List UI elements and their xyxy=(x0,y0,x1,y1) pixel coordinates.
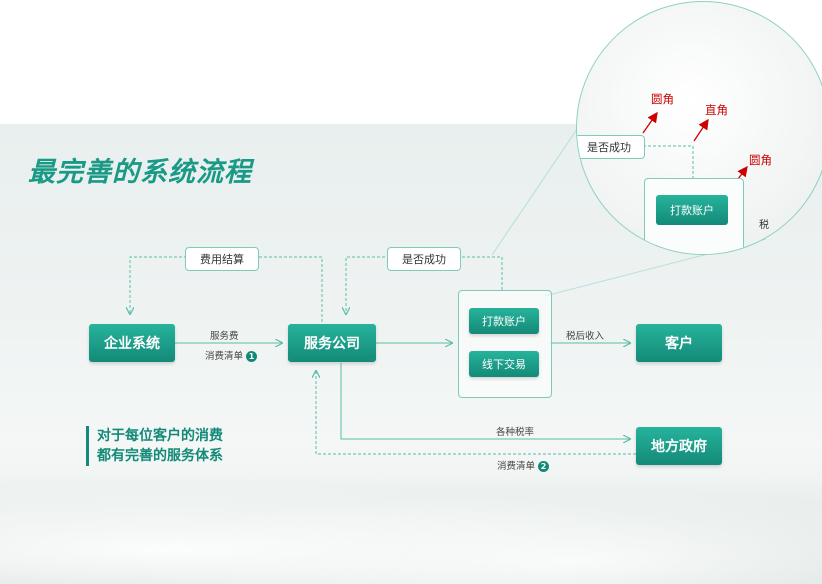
zoom-callout: 圆角 直角 圆角 是否成功 打款账户 税 xyxy=(576,1,822,255)
payment-group-frame xyxy=(458,290,552,398)
slogan: 对于每位客户的消费 都有完善的服务体系 xyxy=(86,426,223,466)
label-tax-rates: 各种税率 xyxy=(496,427,535,438)
edge-service-government xyxy=(340,363,630,439)
annotation-rounded-2: 圆角 xyxy=(749,153,772,167)
label-service-fee: 服务费 xyxy=(210,331,239,342)
node-offline-trade: 线下交易 xyxy=(469,351,539,377)
slogan-line-2: 都有完善的服务体系 xyxy=(97,448,223,464)
annotation-arrow-right-angle xyxy=(693,118,709,142)
zoom-success-check-tag: 是否成功 xyxy=(577,135,645,159)
node-local-government: 地方政府 xyxy=(636,427,722,465)
page-title: 最完善的系统流程 xyxy=(28,157,252,188)
node-customer: 客户 xyxy=(636,324,722,362)
annotation-rounded-1: 圆角 xyxy=(651,92,674,106)
badge-number-2: 2 xyxy=(538,461,550,472)
annotation-right-angle: 直角 xyxy=(705,103,728,117)
annotation-arrow-rounded-1 xyxy=(642,111,658,134)
node-payment-account: 打款账户 xyxy=(469,308,539,334)
badge-number-1: 1 xyxy=(246,351,258,362)
zoom-dashed-path xyxy=(643,145,694,178)
label-after-tax-income: 税后收入 xyxy=(566,331,605,342)
background-mist xyxy=(0,470,822,584)
slogan-line-1: 对于每位客户的消费 xyxy=(97,428,223,444)
node-enterprise-system: 企业系统 xyxy=(89,324,175,362)
zoom-payment-account: 打款账户 xyxy=(656,195,728,225)
fee-settlement-tag: 费用结算 xyxy=(185,247,259,271)
node-service-company: 服务公司 xyxy=(288,324,376,362)
zoom-cut-text: 税 xyxy=(759,220,769,231)
edge-government-service xyxy=(316,371,636,455)
success-check-tag: 是否成功 xyxy=(387,247,461,271)
